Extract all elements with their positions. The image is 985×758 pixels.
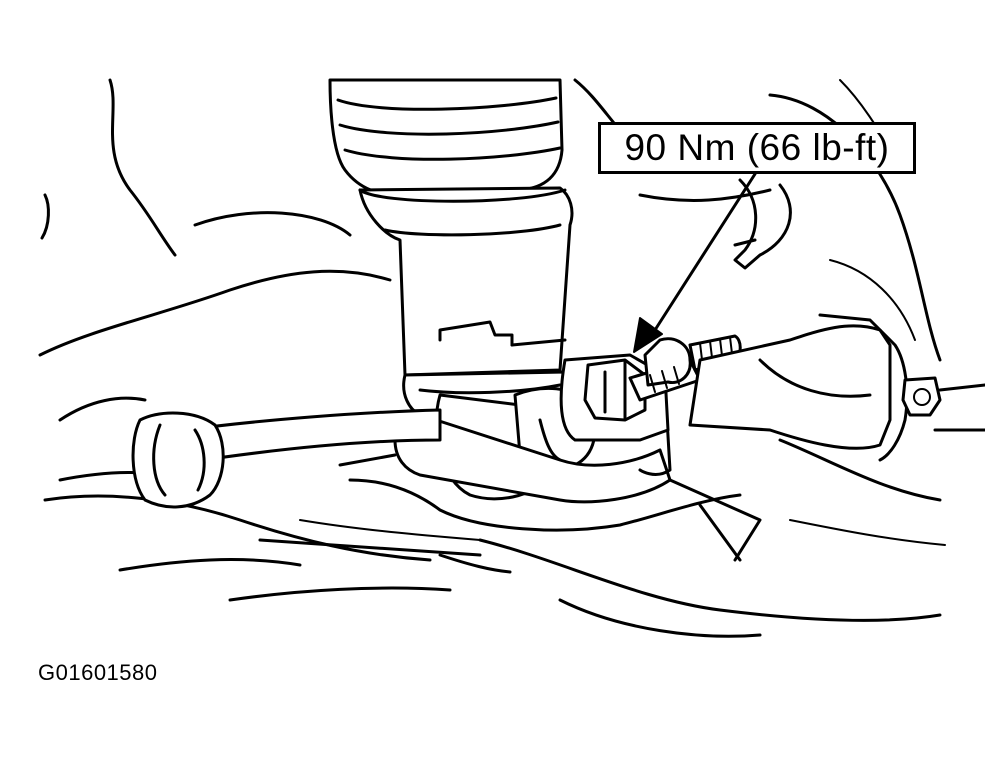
arrowhead: [633, 317, 663, 353]
figure-id: G01601580: [38, 660, 158, 685]
torque-callout: 90 Nm (66 lb-ft): [598, 122, 916, 174]
strut-spring-assembly: [328, 78, 574, 417]
torque-label: 90 Nm (66 lb-ft): [624, 127, 890, 168]
mounting-bracket: [338, 370, 762, 562]
stabilizer-bar: [131, 408, 442, 509]
lower-detail-lines: [258, 519, 512, 574]
callout-leader: [633, 172, 757, 353]
background-body-outlines: [38, 78, 946, 638]
upper-bracket: [733, 178, 792, 270]
control-arm: [688, 313, 985, 462]
